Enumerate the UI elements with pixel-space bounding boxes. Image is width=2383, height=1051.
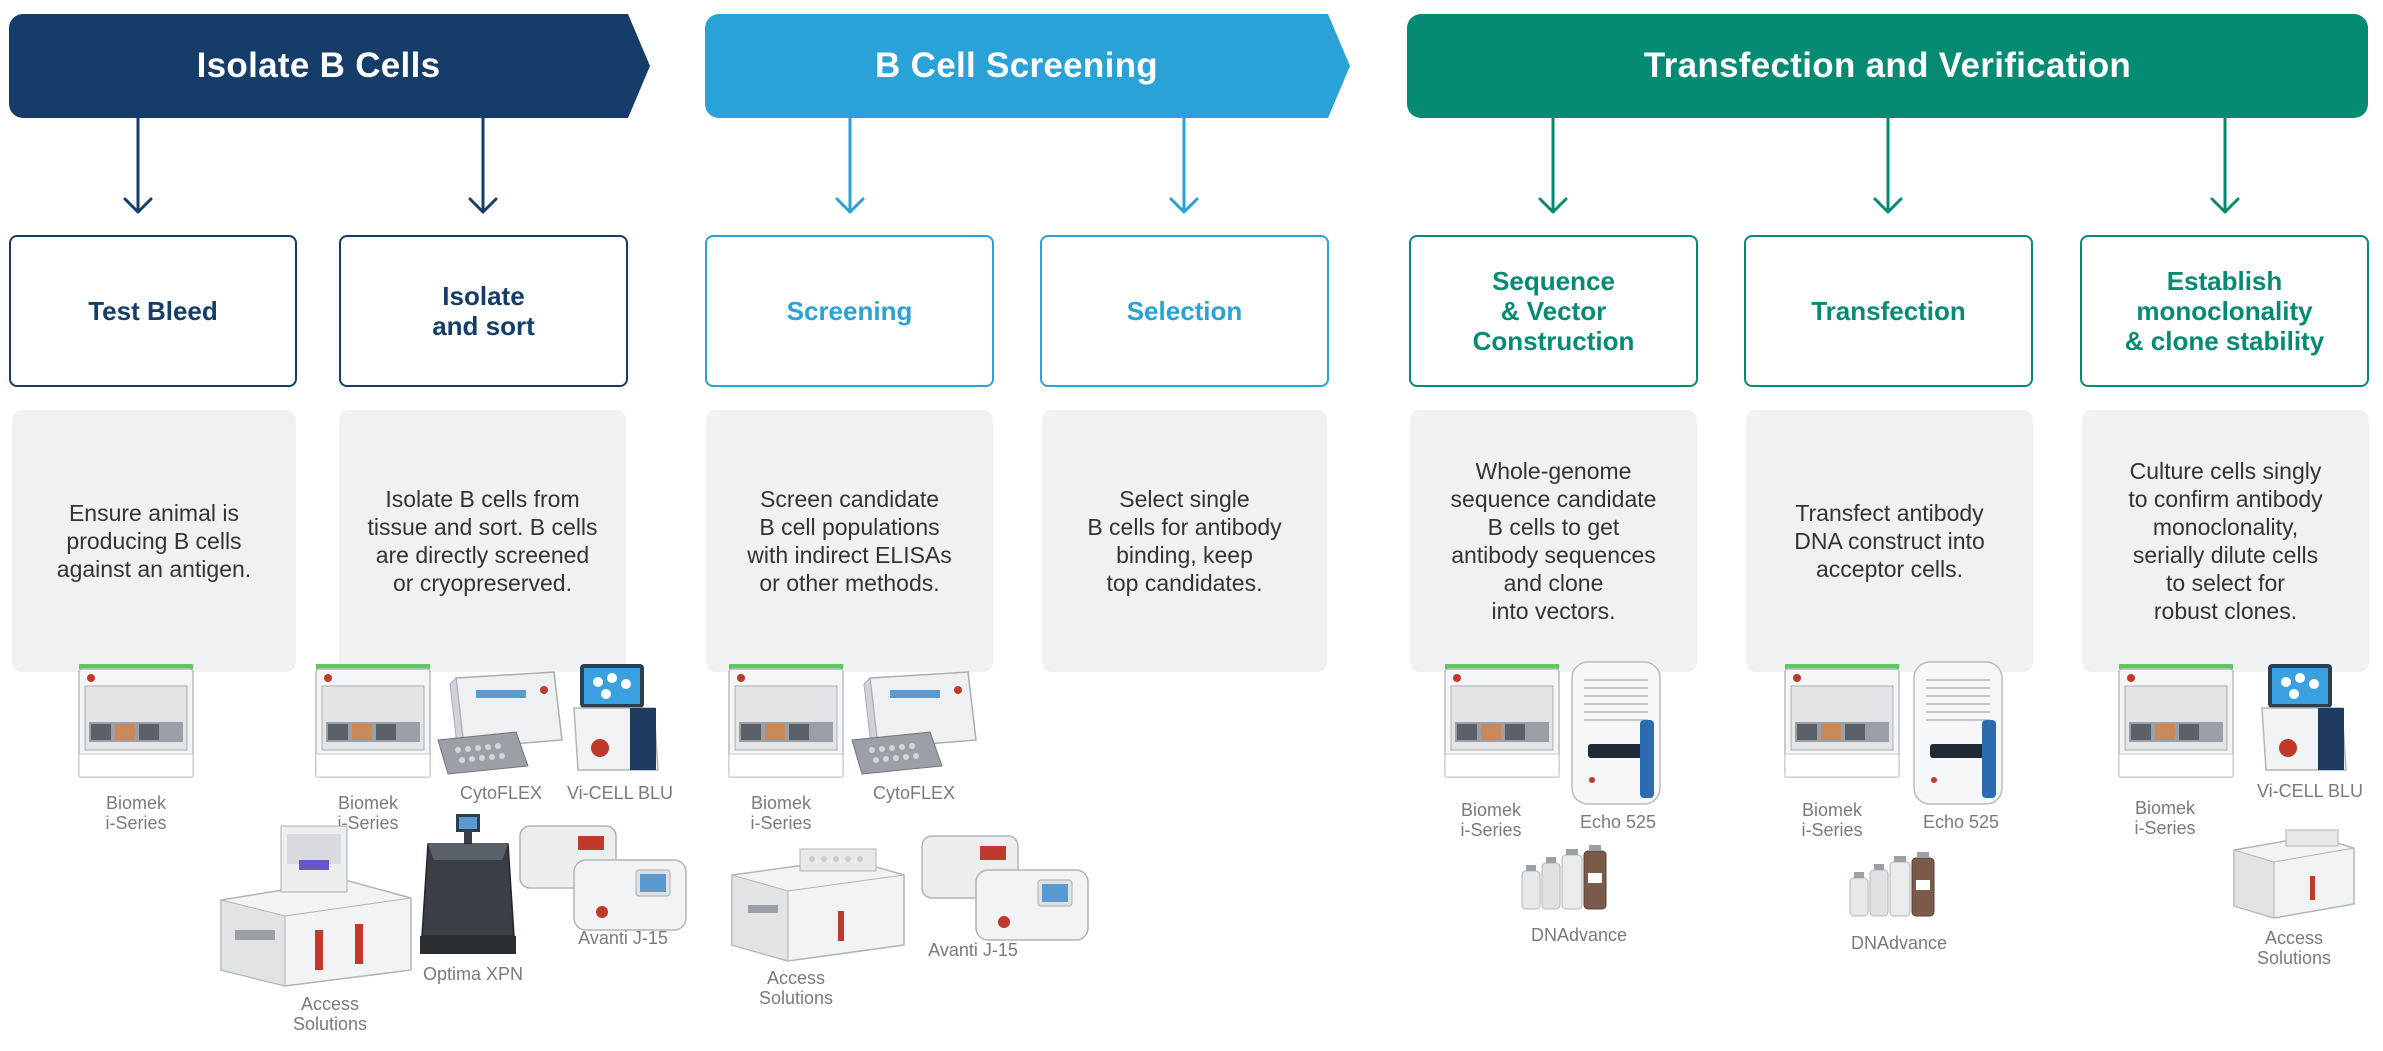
- stage-title: Transfection and Verification: [1643, 46, 2132, 85]
- dnadvance-kit-icon: [1849, 852, 1935, 917]
- step-test-bleed: Test Bleed: [9, 235, 297, 387]
- step-screening: Screening: [705, 235, 994, 387]
- stage-banner-screening: B Cell Screening: [705, 14, 1350, 118]
- avanti-j15-icon: [921, 835, 1089, 941]
- instrument-label: Biomek i-Series: [337, 793, 399, 833]
- instrument-label: Biomek i-Series: [1801, 800, 1863, 840]
- stage-title: B Cell Screening: [875, 46, 1158, 85]
- instrument-label: Biomek i-Series: [105, 793, 167, 833]
- arrow-down-icon: [1538, 116, 1568, 214]
- arrow-down-icon: [2210, 116, 2240, 214]
- biomek-instrument-icon: [315, 664, 431, 778]
- biomek-instrument-icon: [2118, 664, 2234, 778]
- banner-chevron-icon: [1328, 14, 1350, 118]
- avanti-j15-icon: [519, 825, 687, 931]
- echo-instrument-icon: [1913, 661, 2003, 805]
- arrow-down-icon: [123, 116, 153, 214]
- biomek-instrument-icon: [728, 664, 844, 778]
- instrument-label: Echo 525: [1922, 812, 2000, 832]
- vicell-instrument-icon: [573, 664, 659, 771]
- step-description: Ensure animal is producing B cells again…: [12, 410, 296, 672]
- optima-xpn-icon: [420, 814, 516, 954]
- step-transfection: Transfection: [1744, 235, 2033, 387]
- cytoflex-instrument-icon: [437, 671, 563, 775]
- instrument-label: Biomek i-Series: [1460, 800, 1522, 840]
- access-solutions-icon: [220, 825, 412, 987]
- instrument-label: DNAdvance: [1530, 925, 1628, 945]
- stage-banner-isolate: Isolate B Cells: [9, 14, 650, 118]
- biomek-instrument-icon: [1784, 664, 1900, 778]
- instrument-label: DNAdvance: [1850, 933, 1948, 953]
- connector-arrows: [123, 116, 2240, 214]
- instrument-label: CytoFLEX: [872, 783, 956, 803]
- echo-instrument-icon: [1571, 661, 1661, 805]
- instrument-label: Biomek i-Series: [2134, 798, 2196, 838]
- instrument-label: Echo 525: [1579, 812, 1657, 832]
- access-solutions-icon: [731, 848, 905, 962]
- instrument-label: Vi-CELL BLU: [566, 783, 674, 803]
- instrument-label: Avanti J-15: [928, 940, 1018, 960]
- dnadvance-kit-icon: [1521, 845, 1607, 910]
- arrow-down-icon: [1873, 116, 1903, 214]
- biomek-instrument-icon: [1444, 664, 1560, 778]
- instrument-label: Vi-CELL BLU: [2256, 781, 2364, 801]
- step-selection: Selection: [1040, 235, 1329, 387]
- step-description: Culture cells singly to confirm antibody…: [2082, 410, 2369, 672]
- stage-title: Isolate B Cells: [196, 46, 441, 85]
- step-establish-monoclonality: Establish monoclonality & clone stabilit…: [2080, 235, 2369, 387]
- instrument-label: Biomek i-Series: [750, 793, 812, 833]
- arrow-down-icon: [835, 116, 865, 214]
- instrument-label: Access Solutions: [292, 994, 368, 1034]
- access-solutions-icon: [2233, 829, 2355, 919]
- instrument-label: CytoFLEX: [459, 783, 543, 803]
- instrument-label: Access Solutions: [758, 968, 834, 1008]
- instrument-label: Access Solutions: [2256, 928, 2332, 968]
- cytoflex-instrument-icon: [851, 671, 977, 775]
- arrow-down-icon: [468, 116, 498, 214]
- banner-chevron-icon: [628, 14, 650, 118]
- step-description: Select single B cells for antibody bindi…: [1042, 410, 1327, 672]
- step-description: Screen candidate B cell populations with…: [706, 410, 993, 672]
- step-sequence-vector: Sequence & Vector Construction: [1409, 235, 1698, 387]
- arrow-down-icon: [1169, 116, 1199, 214]
- step-isolate-and-sort: Isolate and sort: [339, 235, 628, 387]
- step-description: Whole-genome sequence candidate B cells …: [1410, 410, 1697, 672]
- step-description: Isolate B cells from tissue and sort. B …: [339, 410, 626, 672]
- stage-banner-transfection: Transfection and Verification: [1407, 14, 2368, 118]
- instrument-label: Avanti J-15: [578, 928, 668, 948]
- biomek-instrument-icon: [78, 664, 194, 778]
- instrument-label: Optima XPN: [422, 964, 524, 984]
- step-description: Transfect antibody DNA construct into ac…: [1746, 410, 2033, 672]
- vicell-instrument-icon: [2261, 664, 2347, 771]
